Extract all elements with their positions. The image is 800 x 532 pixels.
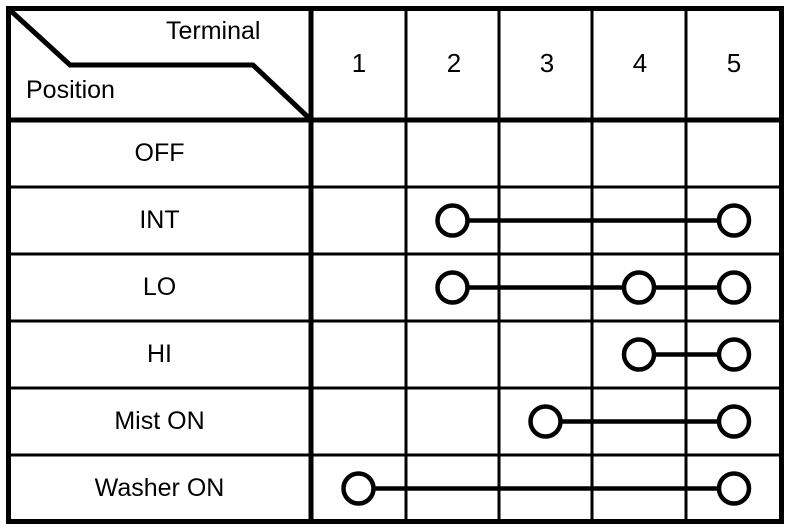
terminal-node bbox=[435, 270, 470, 305]
position-axis-label: Position bbox=[26, 76, 115, 104]
connections-layer bbox=[341, 203, 752, 506]
row-label-int: INT bbox=[139, 206, 180, 234]
terminal-node bbox=[621, 270, 657, 305]
row-label-washer-on: Washer ON bbox=[94, 474, 225, 502]
row-label-off: OFF bbox=[134, 139, 185, 167]
column-header-3: 3 bbox=[539, 47, 555, 78]
terminal-axis-label: Terminal bbox=[166, 17, 261, 45]
row-label-lo: LO bbox=[142, 273, 177, 301]
column-header-5: 5 bbox=[726, 47, 742, 78]
column-header-4: 4 bbox=[632, 47, 648, 78]
column-header-2: 2 bbox=[446, 47, 462, 78]
table-outer-border bbox=[6, 6, 784, 524]
column-header-1: 1 bbox=[351, 47, 367, 78]
terminal-node bbox=[716, 337, 752, 372]
terminal-node bbox=[435, 203, 470, 238]
row-label-mist-on: Mist ON bbox=[114, 407, 205, 435]
corner-diagonal-divider bbox=[9, 9, 312, 121]
terminal-node bbox=[341, 471, 376, 506]
terminal-node bbox=[621, 337, 657, 372]
terminal-node bbox=[528, 404, 563, 439]
terminal-node bbox=[716, 270, 752, 305]
terminal-node bbox=[716, 203, 752, 238]
row-label-hi: HI bbox=[147, 340, 172, 368]
terminal-node bbox=[716, 404, 752, 439]
terminal-node bbox=[716, 471, 752, 506]
